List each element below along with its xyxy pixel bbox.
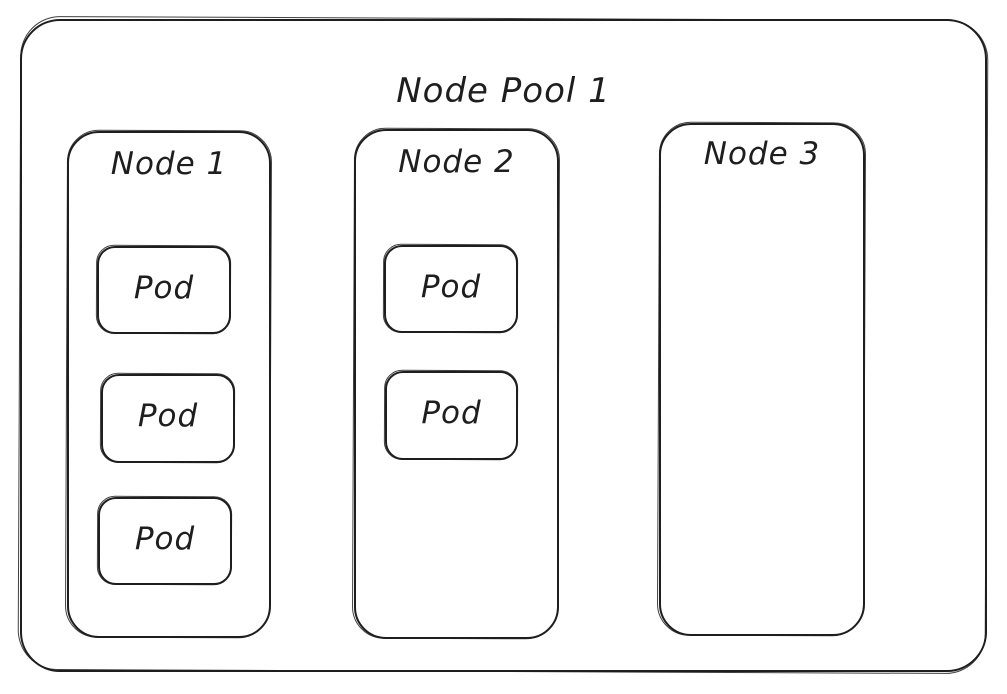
pod-box: Pod [98,497,232,585]
pod-label: Pod [421,395,482,431]
pod-label: Pod [133,270,195,306]
node-box-3: Node 3 [659,123,865,636]
pod-label: Pod [134,521,196,557]
node-label-2: Node 2 [398,144,515,180]
node-label-3: Node 3 [703,136,821,172]
pod-label: Pod [420,269,482,305]
pod-box: Pod [97,246,231,334]
pod-label: Pod [137,398,199,434]
node-label-1: Node 1 [110,146,228,182]
pod-box: Pod [101,374,235,463]
pod-box: Pod [385,371,518,460]
node-pool-label: Node Pool 1 [396,71,611,111]
pod-box: Pod [384,245,518,333]
